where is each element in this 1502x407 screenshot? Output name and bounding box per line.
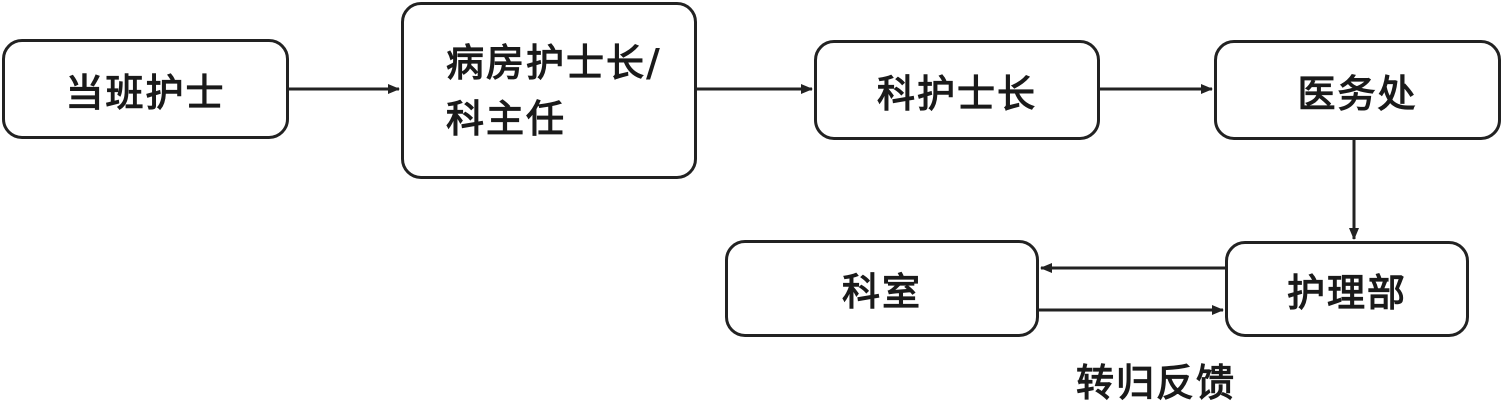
- node-nursing-department-label: 护理部: [1286, 270, 1407, 315]
- node-ward-head-nurse-director: 病房护士长/ 科主任: [401, 2, 697, 179]
- node-ward-head-line-1: 病房护士长/: [446, 40, 662, 85]
- node-dept-head-nurse-label: 科护士长: [876, 71, 1037, 116]
- feedback-caption: 转归反馈: [1076, 361, 1237, 405]
- node-duty-nurse-label: 当班护士: [65, 70, 226, 115]
- node-medical-affairs-label: 医务处: [1297, 71, 1418, 116]
- node-duty-nurse: 当班护士: [2, 39, 289, 139]
- node-ward-head-line-2: 科主任: [446, 96, 567, 141]
- node-ward-head-nurse-director-label: 病房护士长/ 科主任: [446, 35, 662, 147]
- node-medical-affairs: 医务处: [1214, 40, 1501, 140]
- node-department-label: 科室: [841, 270, 922, 314]
- node-department: 科室: [725, 240, 1039, 337]
- node-dept-head-nurse: 科护士长: [814, 40, 1100, 140]
- node-nursing-department: 护理部: [1225, 241, 1469, 337]
